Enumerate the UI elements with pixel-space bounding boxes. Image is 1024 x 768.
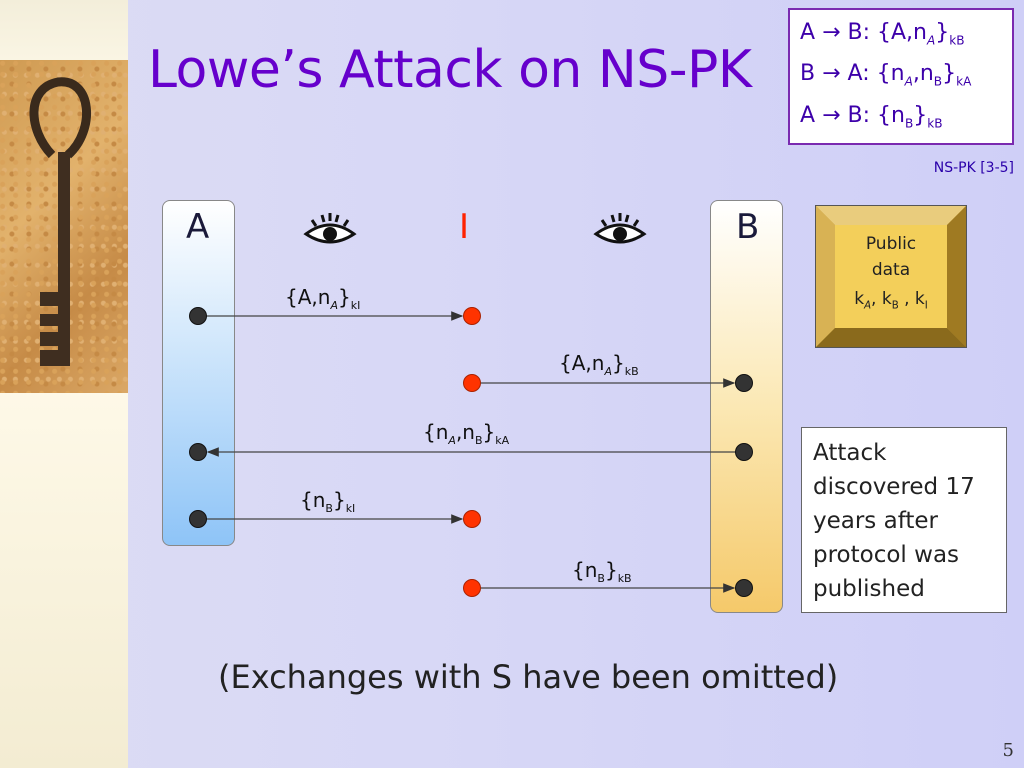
- attack-note-box: Attack discovered 17 years after protoco…: [801, 427, 1007, 613]
- intruder-endpoint-dot: [463, 579, 481, 597]
- intruder-endpoint-dot: [463, 510, 481, 528]
- public-keys: kA, kB , kI: [854, 289, 928, 312]
- intruder-endpoint-dot: [463, 307, 481, 325]
- attack-note-line: discovered 17: [813, 474, 975, 500]
- slide-title: Lowe’s Attack on NS-PK: [148, 40, 752, 100]
- public-data-title-2: data: [871, 260, 911, 280]
- key-icon: [29, 77, 91, 366]
- intruder-endpoint-dot: [463, 374, 481, 392]
- lane-b: [710, 200, 783, 613]
- message-label-5: {nB}kB: [572, 558, 632, 585]
- attack-note-line: Attack: [813, 440, 887, 466]
- page-number: 5: [1002, 740, 1014, 761]
- protocol-caption: NS-PK [3-5]: [933, 160, 1014, 176]
- protocol-line-1: A → B: {A,nA}kB: [800, 20, 965, 48]
- attack-note-line: years after: [813, 508, 939, 534]
- eye-icon: [303, 213, 357, 244]
- public-data-inner: Public data kA, kB , kI: [835, 225, 947, 328]
- message-label-2: {A,nA}kB: [559, 351, 639, 378]
- message-label-1: {A,nA}kI: [285, 285, 361, 312]
- principal-b-label: B: [736, 207, 760, 247]
- lane-a: [162, 200, 235, 546]
- public-data-title-1: Public: [865, 234, 917, 254]
- principal-a-label: A: [186, 207, 210, 247]
- protocol-box: A → B: {A,nA}kB B → A: {nA,nB}kA A → B: …: [788, 8, 1014, 145]
- message-label-4: {nB}kI: [300, 488, 356, 515]
- footer-note: (Exchanges with S have been omitted): [218, 658, 839, 696]
- message-label-3: {nA,nB}kA: [423, 420, 510, 447]
- bevel-frame: [815, 205, 967, 348]
- key-photo: [0, 60, 128, 393]
- public-data-box: Public data kA, kB , kI: [815, 205, 967, 348]
- protocol-line-3: A → B: {nB}kB: [800, 102, 943, 131]
- attack-note-line: published: [813, 576, 925, 602]
- eye-icon: [593, 213, 647, 244]
- protocol-line-2: B → A: {nA,nB}kA: [800, 61, 972, 89]
- attack-note-line: protocol was: [813, 542, 960, 568]
- intruder-label: I: [459, 207, 470, 247]
